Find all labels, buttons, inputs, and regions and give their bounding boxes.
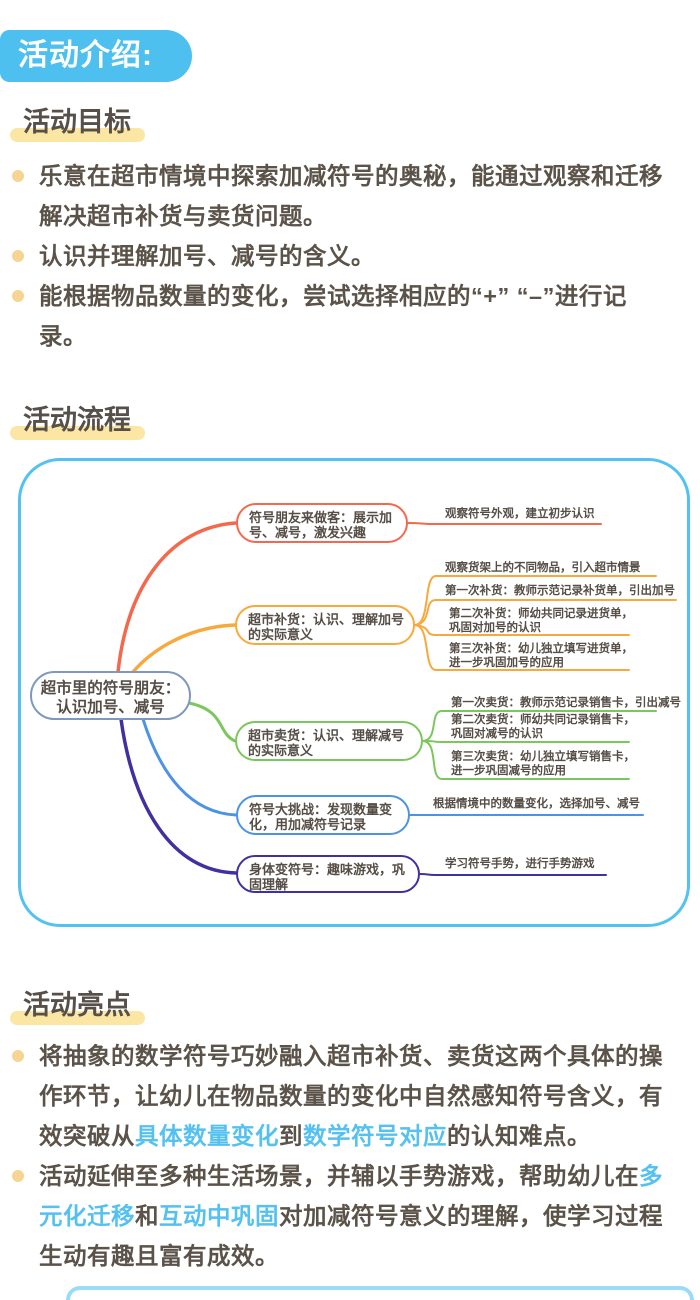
- leaf-line: 学习符号手势，进行手势游戏: [445, 858, 595, 870]
- goal-bullet-2: 认识并理解加号、减号的含义。: [12, 236, 672, 276]
- text-segment-accent: 互动中巩固: [159, 1203, 279, 1229]
- leaf-line: 进一步巩固减号的应用: [451, 765, 566, 777]
- text-segment: 和: [135, 1203, 159, 1229]
- goal-bullet-1: 乐意在超市情境中探索加减符号的奥秘，能通过观察和迁移解决超市补货与卖货问题。: [12, 156, 672, 236]
- branch-node-restock: 超市补货：认识、理解加号 的实际意义: [235, 605, 415, 645]
- node-line: 超市卖货：认识、理解减号: [248, 728, 405, 743]
- leaf-b2-2: 第一次补货：教师示范记录补货单，引出加号: [445, 584, 675, 598]
- leaf-b5-1: 学习符号手势，进行手势游戏: [445, 857, 595, 871]
- bullet-dot: [12, 1050, 24, 1062]
- node-line: 号、减号，激发兴趣: [249, 525, 367, 540]
- branch-node-challenge: 符号大挑战：发现数量变 化，用加减符号记录: [236, 795, 410, 835]
- leaf-line: 第一次卖货：教师示范记录销售卡，引出减号: [451, 697, 681, 709]
- text-segment-accent: 多元化迁移: [39, 1163, 663, 1229]
- leaf-line: 第三次补货：幼儿独立填写进货单，: [449, 643, 633, 655]
- goal-bullet-3: 能根据物品数量的变化，尝试选择相应的“+” “–”进行记录。: [12, 276, 672, 356]
- node-line: 超市补货：认识、理解加号: [248, 612, 405, 627]
- leaf-line: 第二次卖货：师幼共同记录销售卡，: [451, 714, 635, 726]
- goal-bullet-text: 认识并理解加号、减号的含义。: [39, 243, 375, 269]
- leaf-b1-1: 观察符号外观，建立初步认识: [445, 507, 595, 521]
- leaf-b3-2: 第二次卖货：师幼共同记录销售卡， 巩固对减号的认识: [451, 713, 635, 741]
- leaf-b2-4: 第三次补货：幼儿独立填写进货单， 进一步巩固加号的应用: [449, 642, 633, 670]
- bullet-dot: [12, 250, 24, 262]
- text-segment-accent: 数学符号对应: [303, 1123, 447, 1149]
- highlight-bullet-text: 活动延伸至多种生活场景，并辅以手势游戏，帮助幼儿在多元化迁移和互动中巩固对加减符…: [39, 1156, 672, 1276]
- node-line: 固理解: [249, 877, 289, 892]
- leaf-line: 观察货架上的不同物品，引入超市情景: [445, 562, 641, 574]
- bullet-dot: [12, 170, 24, 182]
- goal-bullet-text: 乐意在超市情境中探索加减符号的奥秘，能通过观察和迁移解决超市补货与卖货问题。: [39, 163, 663, 229]
- bullet-dot: [12, 1170, 24, 1182]
- branch-node-symbol-friends: 符号朋友来做客：展示加 号、减号，激发兴趣: [236, 503, 408, 543]
- section-title-highlight: 活动亮点: [10, 983, 145, 1025]
- intro-badge: 活动介绍:: [0, 30, 192, 82]
- leaf-line: 巩固对加号的认识: [449, 622, 541, 634]
- highlight-bullet-2: 活动延伸至多种生活场景，并辅以手势游戏，帮助幼儿在多元化迁移和互动中巩固对加减符…: [12, 1156, 672, 1276]
- leaf-b2-3: 第二次补货：师幼共同记录进货单， 巩固对加号的认识: [449, 607, 633, 635]
- goal-bullet-list: 乐意在超市情境中探索加减符号的奥秘，能通过观察和迁移解决超市补货与卖货问题。 认…: [12, 156, 672, 356]
- node-line: 符号朋友来做客：展示加: [249, 510, 393, 525]
- text-segment: 将抽象的数学符号巧妙融入超市补货、卖货这两个具体的操作环节，让幼儿在物品数量的变…: [39, 1043, 663, 1149]
- leaf-line: 巩固对减号的认识: [451, 728, 543, 740]
- leaf-b4-1: 根据情境中的数量变化，选择加号、减号: [433, 797, 640, 811]
- leaf-b3-3: 第三次卖货：幼儿独立填写销售卡， 进一步巩固减号的应用: [451, 750, 635, 778]
- highlight-bullet-text: 将抽象的数学符号巧妙融入超市补货、卖货这两个具体的操作环节，让幼儿在物品数量的变…: [39, 1036, 672, 1156]
- mindmap-connectors: [116, 521, 677, 876]
- highlight-bullet-1: 将抽象的数学符号巧妙融入超市补货、卖货这两个具体的操作环节，让幼儿在物品数量的变…: [12, 1036, 672, 1156]
- node-line: 身体变符号：趣味游戏，巩: [249, 862, 406, 877]
- leaf-line: 第二次补货：师幼共同记录进货单，: [449, 608, 633, 620]
- leaf-line: 根据情境中的数量变化，选择加号、减号: [433, 798, 640, 810]
- goal-bullet-text: 能根据物品数量的变化，尝试选择相应的“+” “–”进行记录。: [39, 283, 627, 349]
- branch-node-sell: 超市卖货：认识、理解减号 的实际意义: [235, 721, 423, 761]
- text-segment: 的认知难点。: [447, 1123, 591, 1149]
- node-line: 的实际意义: [248, 743, 314, 758]
- leaf-line: 进一步巩固加号的应用: [449, 657, 564, 669]
- node-line: 符号大挑战：发现数量变: [249, 802, 393, 817]
- node-line: 的实际意义: [248, 627, 314, 642]
- bullet-dot: [12, 290, 24, 302]
- next-section-top-edge: [66, 1286, 694, 1300]
- leaf-line: 第三次卖货：幼儿独立填写销售卡，: [451, 751, 635, 763]
- text-segment: 对加减符号意义的理解，使学习过程生动有趣且富有成效。: [39, 1203, 663, 1269]
- leaf-line: 第一次补货：教师示范记录补货单，引出加号: [445, 585, 675, 597]
- text-segment-accent: 具体数量变化: [135, 1123, 279, 1149]
- text-segment: 到: [279, 1123, 303, 1149]
- leaf-line: 观察符号外观，建立初步认识: [445, 508, 595, 520]
- root-line: 超市里的符号朋友：: [40, 680, 181, 697]
- highlight-bullet-list: 将抽象的数学符号巧妙融入超市补货、卖货这两个具体的操作环节，让幼儿在物品数量的变…: [12, 1036, 672, 1276]
- branch-node-body-game: 身体变符号：趣味游戏，巩 固理解: [236, 855, 420, 893]
- section-title-goal: 活动目标: [10, 100, 145, 142]
- mindmap-container: 超市里的符号朋友： 认识加号、减号 符号朋友来做客：展示加 号、减号，激发兴趣 …: [18, 458, 690, 927]
- text-segment: 活动延伸至多种生活场景，并辅以手势游戏，帮助幼儿在: [39, 1163, 639, 1189]
- leaf-b3-1: 第一次卖货：教师示范记录销售卡，引出减号: [451, 696, 681, 710]
- mindmap-root-node: 超市里的符号朋友： 认识加号、减号: [30, 671, 191, 720]
- section-title-flow: 活动流程: [10, 398, 145, 440]
- node-line: 化，用加减符号记录: [249, 817, 367, 832]
- leaf-b2-1: 观察货架上的不同物品，引入超市情景: [445, 561, 641, 575]
- root-line: 认识加号、减号: [56, 699, 165, 716]
